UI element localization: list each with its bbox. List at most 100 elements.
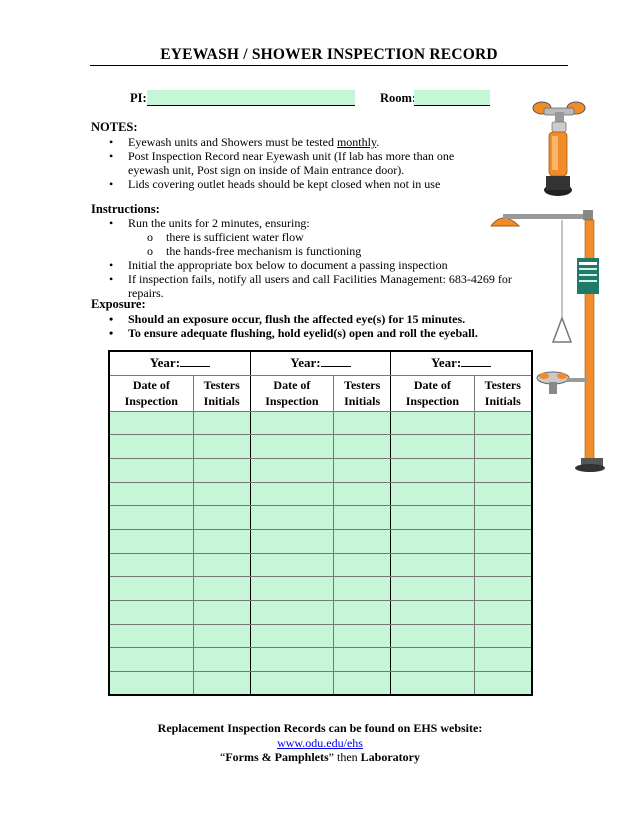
initials-cell[interactable] xyxy=(333,576,392,601)
initials-cell[interactable] xyxy=(473,623,533,649)
initials-cell[interactable] xyxy=(333,410,392,436)
initials-cell[interactable] xyxy=(192,481,251,507)
year-header-3[interactable]: Year: xyxy=(390,350,533,376)
notes-heading: NOTES: xyxy=(91,120,138,134)
date-cell[interactable] xyxy=(108,671,194,696)
pi-label: PI: xyxy=(130,91,147,105)
initials-cell[interactable] xyxy=(192,505,251,530)
initials-cell[interactable] xyxy=(192,623,251,649)
pi-field[interactable] xyxy=(147,90,355,106)
initials-cell[interactable] xyxy=(333,647,392,673)
table-row xyxy=(108,576,533,601)
initials-cell[interactable] xyxy=(192,457,251,483)
initials-cell[interactable] xyxy=(333,623,392,649)
date-cell[interactable] xyxy=(390,434,475,459)
instructions-item: •Initial the appropriate box below to do… xyxy=(109,258,448,272)
initials-cell[interactable] xyxy=(473,481,533,507)
instructions-heading: Instructions: xyxy=(91,202,160,216)
initials-cell[interactable] xyxy=(473,576,533,601)
eyewash-station-icon xyxy=(532,101,586,196)
date-cell[interactable] xyxy=(249,410,335,436)
date-cell[interactable] xyxy=(390,481,475,507)
date-cell[interactable] xyxy=(390,647,475,673)
initials-cell[interactable] xyxy=(192,434,251,459)
initials-cell[interactable] xyxy=(473,552,533,578)
initials-cell[interactable] xyxy=(333,552,392,578)
date-cell[interactable] xyxy=(249,505,335,530)
date-cell[interactable] xyxy=(390,623,475,649)
initials-cell[interactable] xyxy=(473,671,533,696)
date-cell[interactable] xyxy=(249,552,335,578)
date-cell[interactable] xyxy=(390,457,475,483)
room-label: Room: xyxy=(380,91,417,105)
initials-cell[interactable] xyxy=(192,528,251,554)
table-row xyxy=(108,505,533,530)
initials-cell[interactable] xyxy=(192,576,251,601)
date-cell[interactable] xyxy=(249,647,335,673)
initials-cell[interactable] xyxy=(473,434,533,459)
table-row xyxy=(108,552,533,578)
year-header-2[interactable]: Year: xyxy=(249,350,392,376)
date-cell[interactable] xyxy=(108,481,194,507)
date-cell[interactable] xyxy=(108,552,194,578)
initials-cell[interactable] xyxy=(333,528,392,554)
date-cell[interactable] xyxy=(390,410,475,436)
date-cell[interactable] xyxy=(390,552,475,578)
date-cell[interactable] xyxy=(108,528,194,554)
initials-cell[interactable] xyxy=(192,410,251,436)
date-cell[interactable] xyxy=(249,434,335,459)
initials-cell[interactable] xyxy=(333,434,392,459)
date-cell[interactable] xyxy=(108,457,194,483)
date-cell[interactable] xyxy=(390,600,475,625)
date-cell[interactable] xyxy=(249,623,335,649)
room-field[interactable] xyxy=(414,90,490,106)
table-row xyxy=(108,623,533,649)
date-cell[interactable] xyxy=(249,600,335,625)
date-cell[interactable] xyxy=(108,647,194,673)
date-cell[interactable] xyxy=(249,481,335,507)
date-cell[interactable] xyxy=(108,505,194,530)
initials-cell[interactable] xyxy=(192,600,251,625)
date-cell[interactable] xyxy=(390,671,475,696)
initials-cell[interactable] xyxy=(333,671,392,696)
initials-cell[interactable] xyxy=(192,552,251,578)
date-cell[interactable] xyxy=(108,623,194,649)
date-cell[interactable] xyxy=(390,505,475,530)
date-cell[interactable] xyxy=(108,576,194,601)
date-cell[interactable] xyxy=(249,528,335,554)
initials-cell[interactable] xyxy=(473,410,533,436)
date-cell[interactable] xyxy=(108,410,194,436)
date-cell[interactable] xyxy=(390,528,475,554)
table-row xyxy=(108,528,533,554)
initials-cell[interactable] xyxy=(333,457,392,483)
initials-cell[interactable] xyxy=(473,600,533,625)
initials-cell[interactable] xyxy=(473,528,533,554)
table-row xyxy=(108,647,533,673)
ehs-link[interactable]: www.odu.edu/ehs xyxy=(277,736,363,750)
date-cell[interactable] xyxy=(108,434,194,459)
date-cell[interactable] xyxy=(249,457,335,483)
date-cell[interactable] xyxy=(108,600,194,625)
initials-cell[interactable] xyxy=(333,505,392,530)
notes-item: •Lids covering outlet heads should be ke… xyxy=(109,177,441,191)
year-header-1[interactable]: Year: xyxy=(108,350,251,376)
date-cell[interactable] xyxy=(390,576,475,601)
initials-cell[interactable] xyxy=(473,647,533,673)
initials-cell[interactable] xyxy=(192,671,251,696)
initials-cell[interactable] xyxy=(333,600,392,625)
date-cell[interactable] xyxy=(249,576,335,601)
table-row xyxy=(108,410,533,436)
footer-instructions: “Forms & Pamphlets” then Laboratory xyxy=(220,750,420,764)
date-cell[interactable] xyxy=(249,671,335,696)
instructions-list: •Run the units for 2 minutes, ensuring: … xyxy=(108,216,548,300)
initials-cell[interactable] xyxy=(473,505,533,530)
initials-cell[interactable] xyxy=(333,481,392,507)
initials-cell[interactable] xyxy=(192,647,251,673)
exposure-heading: Exposure: xyxy=(91,297,146,311)
initials-cell[interactable] xyxy=(473,457,533,483)
